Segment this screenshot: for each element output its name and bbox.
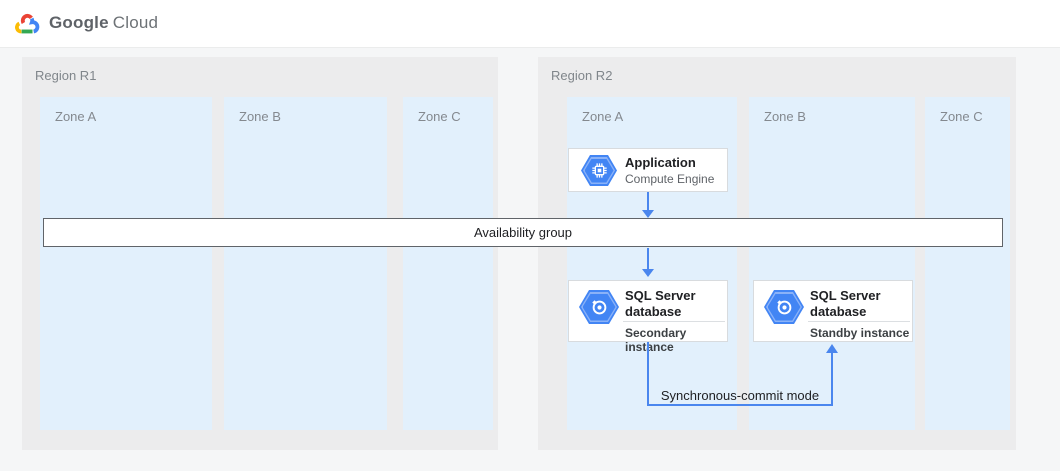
region-r1-zone-a: Zone A [40, 97, 212, 430]
region-r1-label: Region R1 [35, 68, 97, 83]
google-cloud-logo-icon [15, 14, 40, 34]
brand-cloud: Cloud [112, 13, 159, 32]
region-r2-zone-b: Zone B [749, 97, 915, 430]
region-r1: Region R1 Zone A Zone B Zone C [22, 57, 498, 450]
application-node: Application Compute Engine [568, 148, 728, 192]
zone-label: Zone C [940, 109, 983, 124]
sql-server-database-icon [764, 290, 804, 324]
zone-label: Zone C [418, 109, 461, 124]
availability-group-label: Availability group [473, 225, 573, 240]
sql-standby-node: SQL Server database Standby instance [753, 280, 913, 342]
region-r2-zone-c: Zone C [925, 97, 1010, 430]
sql-secondary-instance-label: Secondary instance [625, 326, 687, 354]
sql-standby-instance-label: Standby instance [810, 326, 910, 340]
availability-group-band: Availability group [43, 218, 1003, 247]
region-r2: Region R2 Zone A Zone B Zone C [538, 57, 1016, 450]
region-r2-zone-a: Zone A [567, 97, 737, 430]
brand-google: Google [49, 13, 109, 32]
sql-server-database-icon [579, 290, 619, 324]
application-subtitle: Compute Engine [625, 172, 715, 186]
application-title: Application [625, 155, 696, 170]
sql-standby-title: SQL Server database [810, 288, 881, 319]
zone-label: Zone A [55, 109, 97, 124]
zone-label: Zone B [239, 109, 281, 124]
divider [623, 321, 725, 322]
region-r2-label: Region R2 [551, 68, 613, 83]
region-r1-zone-b: Zone B [224, 97, 387, 430]
region-r1-zone-c: Zone C [403, 97, 493, 430]
zone-label: Zone A [582, 109, 624, 124]
divider [808, 321, 910, 322]
sql-secondary-title: SQL Server database [625, 288, 696, 319]
compute-engine-icon [581, 155, 617, 186]
sql-secondary-node: SQL Server database Secondary instance [568, 280, 728, 354]
sync-commit-label: Synchronous-commit mode [660, 388, 820, 403]
zone-label: Zone B [764, 109, 806, 124]
